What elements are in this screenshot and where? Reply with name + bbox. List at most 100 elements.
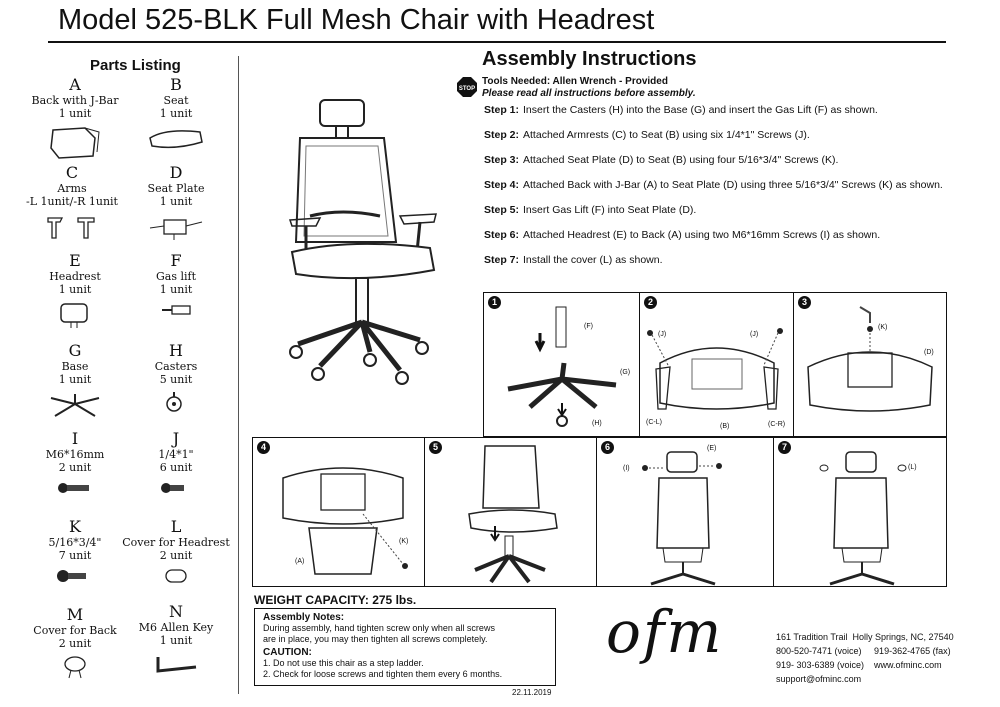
- part-letter: F: [170, 251, 182, 270]
- contact-address: 161 Tradition Trail Holly Springs, NC, 2…: [776, 632, 954, 642]
- screw-icon: [58, 483, 89, 493]
- caution-text: 1. Do not use this chair as a step ladde…: [263, 658, 424, 668]
- callout-label: (J): [658, 331, 667, 338]
- part-letter: D: [169, 163, 183, 182]
- part-name: Gas lift: [155, 270, 196, 283]
- title-divider: [48, 41, 946, 43]
- part-name: 1/4*1": [158, 448, 194, 461]
- step-text: Insert Gas Lift (F) into Seat Plate (D).: [523, 204, 697, 216]
- part-letter: M: [66, 605, 84, 624]
- caster-icon: [166, 392, 182, 412]
- diagram-step-3: 3 (K) (D): [793, 292, 947, 437]
- step-text: Attached Seat Plate (D) to Seat (B) usin…: [523, 154, 839, 166]
- base-assembly-drawing: [507, 306, 617, 427]
- step-label: Step 3:: [484, 154, 520, 166]
- callout-label: (B): [720, 423, 730, 430]
- callout-label: (K): [878, 324, 888, 331]
- part-g: G Base 1 unit: [15, 342, 135, 420]
- stop-sign-icon: STOP: [457, 77, 477, 97]
- gas-lift-icon: [162, 305, 191, 315]
- diagram-number: 7: [778, 441, 791, 454]
- diagram-step-2: 2 (J) (J) (C-L) (B) (C-R): [639, 292, 794, 437]
- part-letter: I: [71, 429, 79, 448]
- diagram-number: 3: [798, 296, 811, 309]
- callout-label: (A): [295, 558, 305, 565]
- step-4: Step 4:Attached Back with J-Bar (A) to S…: [484, 179, 943, 191]
- contact-phone: 800-520-7471 (voice) 919-362-4765 (fax): [776, 646, 951, 656]
- part-count: 1 unit: [58, 283, 92, 296]
- step-text: Install the cover (L) as shown.: [523, 254, 663, 266]
- screw-icon: [161, 483, 184, 493]
- part-letter: A: [69, 75, 81, 94]
- diagram-number: 5: [429, 441, 442, 454]
- parts-listing-title: Parts Listing: [90, 57, 181, 74]
- allen-key-icon: [156, 657, 197, 673]
- part-letter: H: [169, 341, 183, 360]
- step-3: Step 3:Attached Seat Plate (D) to Seat (…: [484, 154, 838, 166]
- assembly-title: Assembly Instructions: [482, 48, 697, 70]
- part-f: F Gas lift 1 unit: [116, 252, 236, 322]
- part-count: 1 unit: [159, 634, 193, 647]
- diagram-step-6: 6 (E) (I): [596, 437, 774, 587]
- callout-label: (K): [399, 538, 409, 545]
- diagram-number: 2: [644, 296, 657, 309]
- seat-icon: [149, 130, 203, 149]
- weight-capacity: WEIGHT CAPACITY: 275 lbs.: [254, 593, 417, 607]
- part-i: I M6*16mm 2 unit: [15, 430, 135, 498]
- back-cover-icon: [64, 656, 86, 679]
- step-label: Step 5:: [484, 204, 520, 216]
- caution-text: 2. Check for loose screws and tighten th…: [263, 669, 503, 679]
- part-l: L Cover for Headrest 2 unit: [116, 518, 236, 586]
- part-name: M6*16mm: [45, 448, 105, 461]
- part-name: 5/16*3/4": [48, 536, 102, 549]
- step-label: Step 4:: [484, 179, 520, 191]
- part-k: K 5/16*3/4" 7 unit: [15, 518, 135, 586]
- contact-email: support@ofminc.com: [776, 674, 862, 684]
- part-letter: C: [65, 163, 79, 182]
- part-b: B Seat 1 unit: [116, 76, 236, 154]
- headrest-icon: [60, 303, 88, 328]
- callout-label: (C-L): [646, 419, 662, 426]
- part-name: Back with J-Bar: [31, 94, 119, 107]
- back-attach-drawing: [282, 467, 408, 575]
- callout-label: (I): [623, 465, 630, 472]
- part-name: Base: [61, 360, 89, 373]
- step-text: Attached Back with J-Bar (A) to Seat Pla…: [523, 179, 943, 191]
- step-label: Step 1:: [484, 104, 520, 116]
- contact-phone: 919- 303-6389 (voice) www.ofminc.com: [776, 660, 942, 670]
- part-h: H Casters 5 unit: [116, 342, 236, 416]
- part-letter: E: [69, 251, 81, 270]
- part-n: N M6 Allen Key 1 unit: [116, 603, 236, 677]
- callout-label: (F): [584, 323, 593, 330]
- diagram-step-7: 7 (L): [773, 437, 947, 587]
- diagram-number: 1: [488, 296, 501, 309]
- step-text: Attached Armrests (C) to Seat (B) using …: [523, 129, 810, 141]
- part-count: 2 unit: [159, 549, 193, 562]
- part-e: E Headrest 1 unit: [15, 252, 135, 330]
- callout-label: (D): [924, 349, 934, 356]
- step-5: Step 5:Insert Gas Lift (F) into Seat Pla…: [484, 204, 696, 216]
- part-name: Arms: [57, 182, 87, 195]
- headrest-attach-drawing: [642, 451, 722, 586]
- callout-label: (G): [620, 369, 631, 376]
- assembly-notes-box: Assembly Notes: During assembly, hand ti…: [254, 608, 556, 686]
- part-count: 1 unit: [159, 283, 193, 296]
- part-count: 7 unit: [58, 549, 92, 562]
- part-name: Cover for Headrest: [122, 536, 230, 549]
- part-count: 2 unit: [58, 461, 92, 474]
- part-c: C Arms -L 1unit/-R 1unit: [12, 164, 132, 242]
- step-label: Step 7:: [484, 254, 520, 266]
- notes-text: are in place, you may then tighten all s…: [263, 634, 488, 644]
- notes-text: During assembly, hand tighten screw only…: [263, 623, 495, 633]
- part-count: 1 unit: [159, 195, 193, 208]
- part-name: Seat: [163, 94, 189, 107]
- part-name: Seat Plate: [147, 182, 205, 195]
- diagram-step-1: 1 (F) (G) (H): [483, 292, 640, 437]
- callout-label: (J): [750, 331, 759, 338]
- screw-icon: [57, 570, 86, 582]
- tools-text: Tools Needed: Allen Wrench - Provided: [482, 76, 668, 87]
- part-letter: N: [169, 602, 183, 621]
- part-j: J 1/4*1" 6 unit: [116, 430, 236, 498]
- part-count: -L 1unit/-R 1unit: [26, 195, 118, 208]
- read-warning: Please read all instructions before asse…: [482, 88, 696, 99]
